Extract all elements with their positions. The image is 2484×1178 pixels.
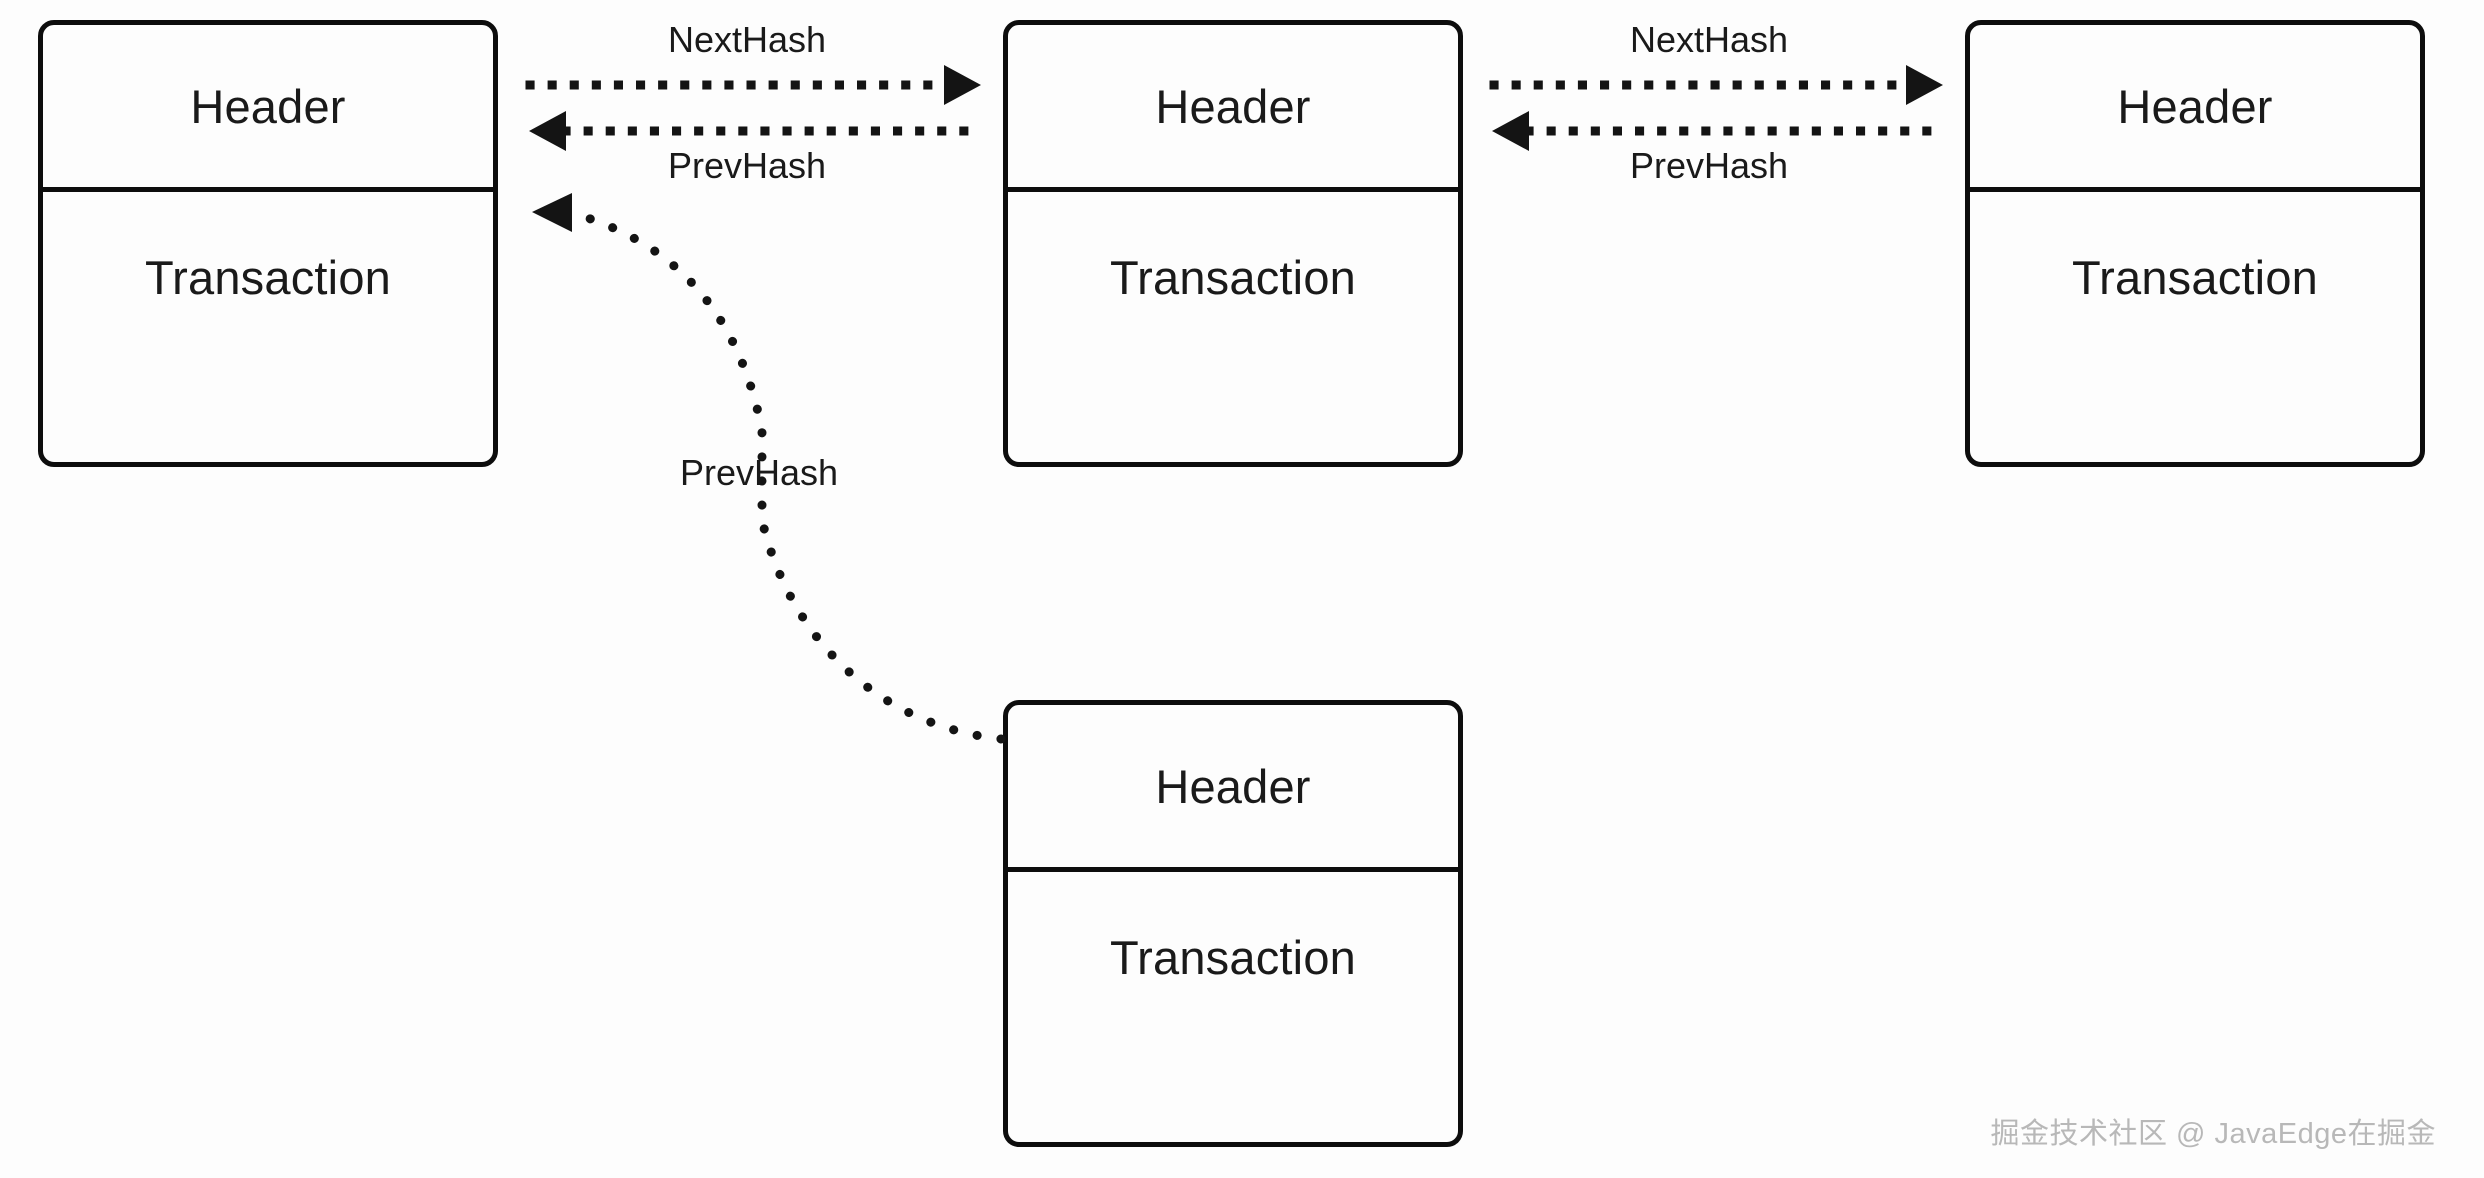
- block-4-header-label: Header: [1155, 759, 1311, 813]
- arrowhead-left-icon: [532, 193, 572, 232]
- block-2-header-cell: Header: [1008, 25, 1458, 192]
- connector-block1-nexthash: [525, 65, 981, 105]
- label-prevhash-gap2: PrevHash: [1630, 145, 1789, 186]
- block-1-header-cell: Header: [43, 25, 493, 192]
- label-nexthash-gap2: NextHash: [1630, 19, 1789, 60]
- block-3-transaction-label: Transaction: [2071, 251, 2318, 304]
- block-2[interactable]: Header Transaction: [1003, 20, 1463, 467]
- block-2-transaction-cell: Transaction: [1008, 192, 1458, 462]
- block-4[interactable]: Header Transaction: [1003, 700, 1463, 1147]
- block-2-header-label: Header: [1155, 79, 1311, 133]
- block-1-header-label: Header: [190, 79, 346, 133]
- block-1-transaction-cell: Transaction: [43, 192, 493, 462]
- watermark-text: 掘金技术社区 @ JavaEdge在掘金: [1990, 1118, 2436, 1150]
- block-4-transaction-cell: Transaction: [1008, 872, 1458, 1142]
- block-3-transaction-cell: Transaction: [1970, 192, 2420, 462]
- arrowhead-right-icon: [944, 65, 981, 105]
- block-1-transaction-label: Transaction: [144, 251, 391, 304]
- arrowhead-left-icon: [529, 111, 566, 151]
- block-3-header-cell: Header: [1970, 25, 2420, 192]
- block-4-header-cell: Header: [1008, 705, 1458, 872]
- block-2-transaction-label: Transaction: [1109, 251, 1356, 304]
- arrowhead-right-icon: [1906, 65, 1943, 105]
- block-3[interactable]: Header Transaction: [1965, 20, 2425, 467]
- label-prevhash-curved: PrevHash: [680, 452, 839, 493]
- connector-block2-nexthash: [1489, 65, 1943, 105]
- arrowhead-left-icon: [1492, 111, 1529, 151]
- label-prevhash-gap1: PrevHash: [668, 145, 827, 186]
- block-3-header-label: Header: [2117, 79, 2273, 133]
- label-nexthash-gap1: NextHash: [668, 19, 827, 60]
- block-1[interactable]: Header Transaction: [38, 20, 498, 467]
- block-4-transaction-label: Transaction: [1109, 931, 1356, 984]
